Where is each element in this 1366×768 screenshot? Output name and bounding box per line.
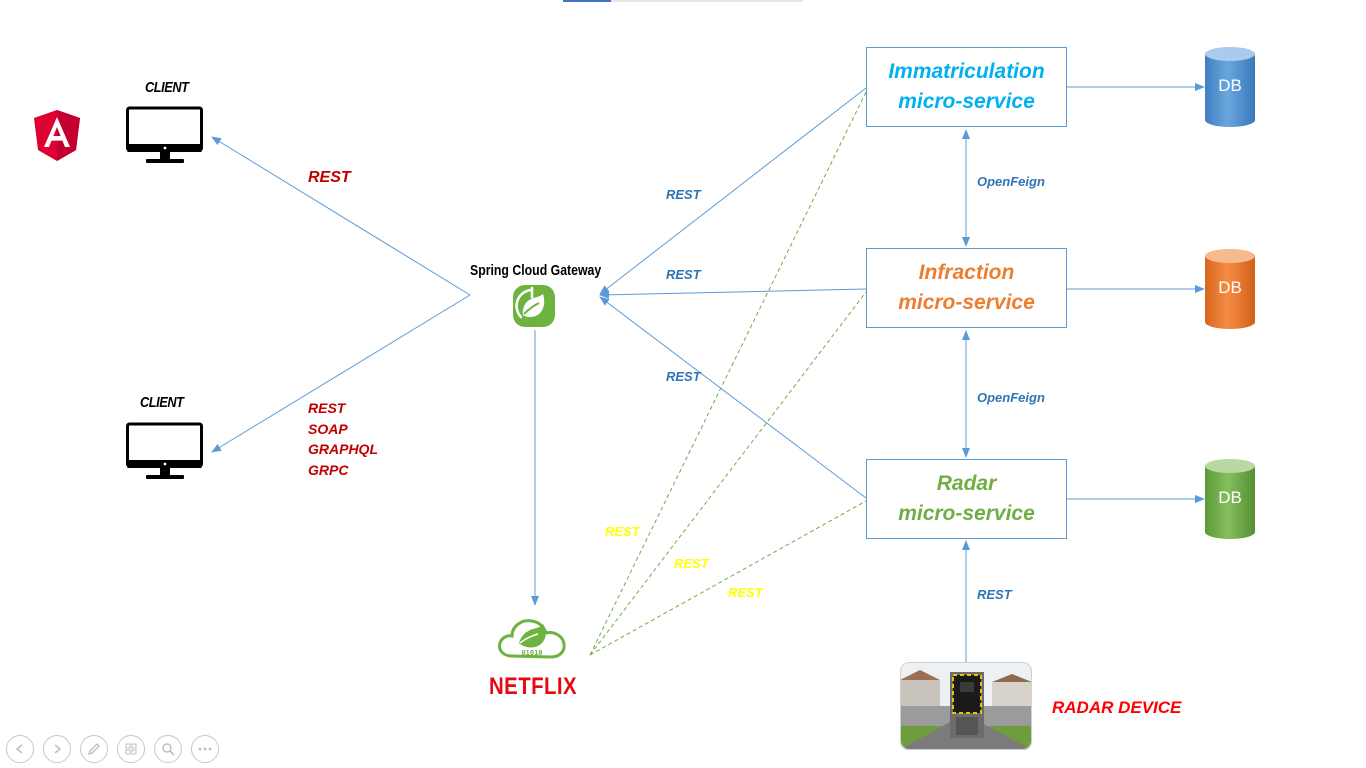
device-rest-label: REST (977, 587, 1012, 602)
radar-database: DB (1204, 458, 1256, 540)
db-label: DB (1218, 76, 1242, 95)
immatriculation-service-title: Immatriculation (888, 60, 1045, 83)
database-cylinder-icon (1205, 459, 1255, 539)
gateway-to-top-client-line (211, 136, 471, 296)
openfeign-label-2: OpenFeign (977, 390, 1045, 405)
spring-cloud-leaf-icon: 01010 (498, 619, 566, 659)
db-label: DB (1218, 278, 1242, 297)
radar-device-photo (900, 662, 1032, 750)
database-cylinder-icon (1205, 249, 1255, 329)
top-rest-label: REST (308, 169, 351, 186)
zoom-icon[interactable] (154, 735, 182, 763)
protocol-grpc: GRPC (308, 461, 349, 478)
infraction-service-subtitle: micro-service (898, 291, 1035, 314)
eureka-immat-dashed-line (589, 91, 867, 656)
next-icon[interactable] (43, 735, 71, 763)
infraction-to-gateway-line (599, 288, 867, 299)
spring-leaf-icon (513, 285, 555, 327)
eureka-rest-label-3: REST (728, 585, 763, 600)
previous-icon[interactable] (6, 735, 34, 763)
gateway-to-bottom-client-line (211, 294, 471, 453)
bottom-protocols-list: REST SOAP GRAPHQL GRPC (308, 398, 378, 480)
slide-progress-bar (563, 0, 803, 2)
gw-infraction-rest-label: REST (666, 267, 701, 282)
slides-icon[interactable] (117, 735, 145, 763)
radar-service-title: Radar (936, 472, 997, 495)
gateway-title: Spring Cloud Gateway (470, 262, 602, 279)
protocol-graphql: GRAPHQL (308, 441, 378, 457)
immatriculation-service-box: Immatriculation micro-service (866, 47, 1067, 127)
radar-device-label: RADAR DEVICE (1052, 698, 1182, 717)
infraction-database: DB (1204, 248, 1256, 330)
angular-logo-icon (34, 110, 80, 161)
immatriculation-service-subtitle: micro-service (898, 90, 1035, 113)
openfeign-label-1: OpenFeign (977, 174, 1045, 189)
radar-service-box: Radar micro-service (866, 459, 1067, 539)
infraction-service-box: Infraction micro-service (866, 248, 1067, 328)
pen-icon[interactable] (80, 735, 108, 763)
slide-progress-fill (563, 0, 611, 2)
bottom-client-label: CLIENT (140, 394, 184, 411)
radar-service-subtitle: micro-service (898, 502, 1035, 525)
eureka-infraction-dashed-line (589, 291, 867, 656)
protocol-soap: SOAP (308, 420, 348, 437)
netflix-logo: NETFLIX (489, 673, 577, 700)
protocol-rest: REST (308, 400, 346, 416)
gw-immat-rest-label: REST (666, 187, 701, 202)
immatriculation-database: DB (1204, 46, 1256, 128)
slideshow-nav (6, 735, 219, 763)
eureka-radar-dashed-line (589, 500, 867, 656)
top-client-label: CLIENT (145, 79, 189, 96)
more-icon[interactable] (191, 735, 219, 763)
bottom-client-monitor-icon (126, 422, 203, 479)
gw-radar-rest-label: REST (666, 369, 701, 384)
radar-to-gateway-line (599, 296, 867, 499)
infraction-service-title: Infraction (918, 261, 1015, 284)
db-label: DB (1218, 488, 1242, 507)
database-cylinder-icon (1205, 47, 1255, 127)
top-client-monitor-icon (126, 106, 203, 163)
immat-to-gateway-line (599, 87, 867, 295)
eureka-rest-label-2: REST (674, 556, 709, 571)
eureka-rest-label-1: REST (605, 524, 640, 539)
svg-text:01010: 01010 (521, 649, 542, 657)
